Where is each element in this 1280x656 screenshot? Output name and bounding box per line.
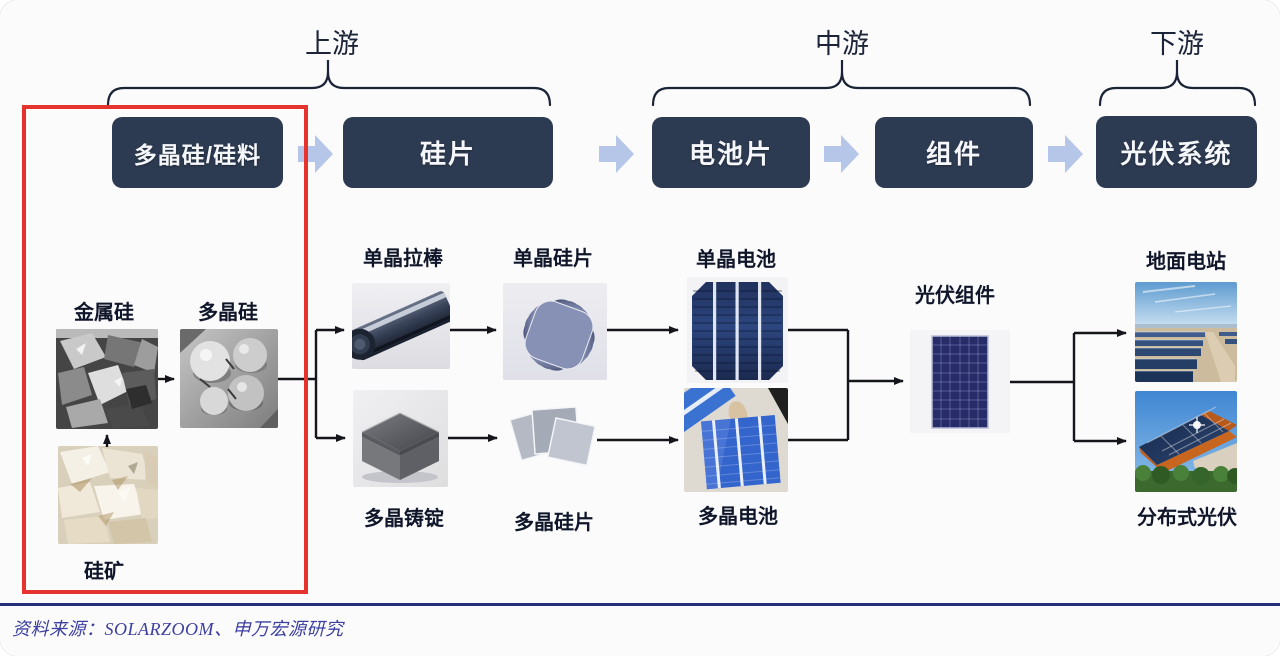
stage-label-midstream: 中游 xyxy=(815,29,869,59)
footer-separator-line xyxy=(0,603,1280,606)
distributed-pv-photo xyxy=(1135,391,1237,492)
polysilicon-photo xyxy=(180,329,278,428)
upstream-bracket xyxy=(106,60,552,107)
metal-silicon-photo xyxy=(56,329,158,429)
label-poly-wafer: 多晶硅片 xyxy=(514,512,594,534)
source-attribution: 资料来源：SOLARZOOM、申万宏源研究 xyxy=(12,619,344,639)
chain-box-module: 组件 xyxy=(875,117,1033,188)
label-metal-silicon: 金属硅 xyxy=(74,302,134,324)
silica-ore-photo xyxy=(58,446,158,544)
mono-ingot-photo xyxy=(352,283,450,369)
chain-box-cell: 电池片 xyxy=(652,117,810,188)
poly-wafer-photo xyxy=(506,406,598,478)
midstream-bracket xyxy=(651,60,1032,107)
label-ground-station: 地面电站 xyxy=(1146,251,1226,273)
label-pv-module: 光伏组件 xyxy=(915,285,995,307)
downstream-bracket xyxy=(1098,60,1257,107)
mono-wafer-photo xyxy=(503,283,607,380)
stage-label-downstream: 下游 xyxy=(1150,29,1204,59)
label-mono-ingot: 单晶拉棒 xyxy=(363,248,443,270)
stage-label-upstream: 上游 xyxy=(305,29,359,59)
chain-box-wafer: 硅片 xyxy=(343,117,553,188)
poly-cell-photo xyxy=(684,388,788,492)
label-distributed-pv: 分布式光伏 xyxy=(1137,507,1237,529)
poly-ingot-photo xyxy=(353,390,448,487)
label-poly-cell: 多晶电池 xyxy=(698,506,778,528)
label-poly-ingot: 多晶铸锭 xyxy=(364,508,444,530)
chain-box-pv-system: 光伏系统 xyxy=(1096,116,1257,188)
chain-box-silicon-material: 多晶硅/硅料 xyxy=(112,117,283,188)
mono-cell-photo xyxy=(687,277,788,383)
label-mono-cell: 单晶电池 xyxy=(696,249,776,271)
ground-station-photo xyxy=(1135,282,1237,382)
label-mono-wafer: 单晶硅片 xyxy=(513,248,593,270)
pv-module-photo xyxy=(910,330,1010,433)
label-silica-ore: 硅矿 xyxy=(84,561,124,583)
label-polysilicon: 多晶硅 xyxy=(198,302,258,324)
